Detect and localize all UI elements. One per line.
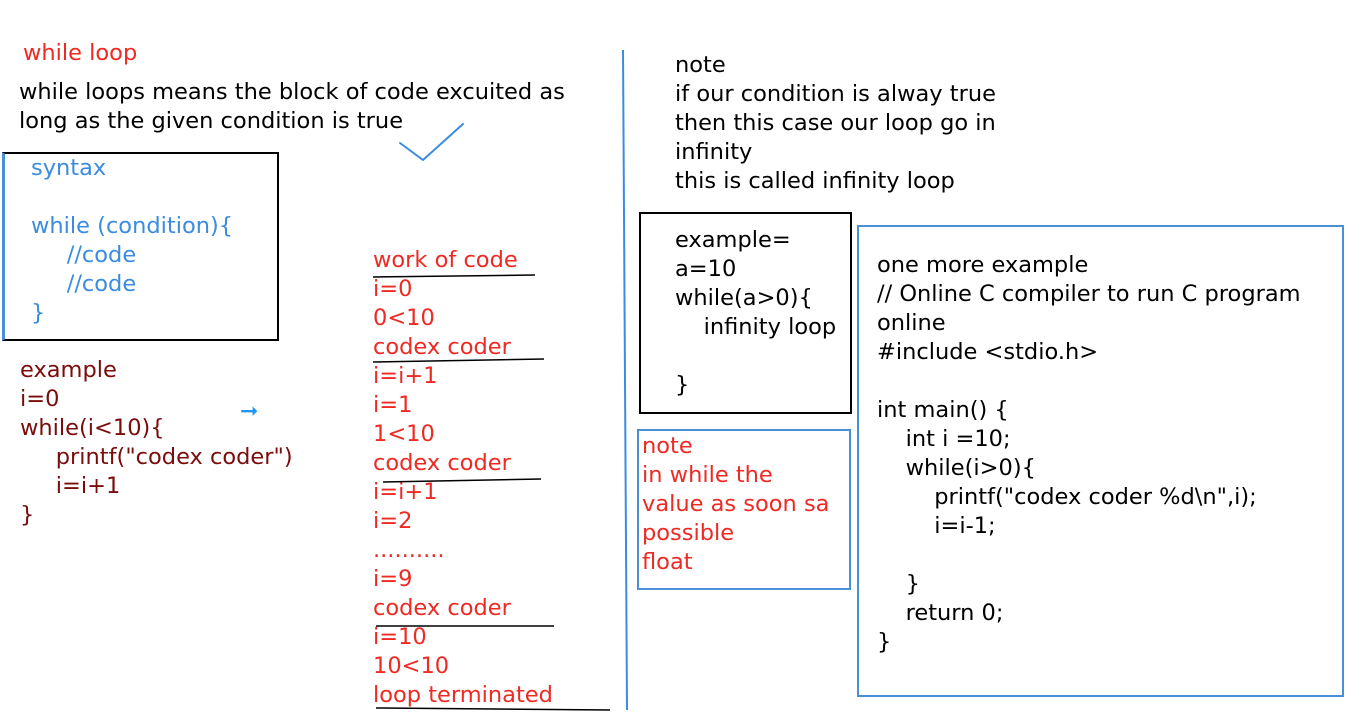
example-line: i=0 (20, 386, 60, 412)
trace-line: codex coder (373, 334, 511, 360)
infinity-example-line: while(a>0){ (675, 285, 813, 311)
more-example-line: } (877, 571, 920, 597)
more-example-line: online (877, 310, 946, 336)
trace-line: codex coder (373, 450, 511, 476)
trace-line: work of code (373, 247, 518, 273)
syntax-line (31, 183, 233, 212)
infinity-example-line: a=10 (675, 256, 737, 282)
more-example-line: printf("codex coder %d\n",i); (877, 484, 1257, 510)
more-example-line: return 0; (877, 600, 1004, 626)
more-example-line: i=i-1; (877, 513, 996, 539)
definition-text: while loops means the block of code excu… (19, 78, 565, 136)
trace-line: 10<10 (373, 653, 450, 679)
note-line: infinity (675, 139, 753, 165)
syntax-box (2, 152, 279, 341)
example-code: example i=0 while(i<10){ printf("codex c… (20, 356, 293, 530)
example-line: printf("codex coder") (20, 444, 293, 470)
trace-line: 0<10 (373, 305, 435, 331)
vertical-divider (622, 49, 628, 711)
infinity-example-line (675, 342, 836, 371)
definition-line: long as the given condition is true (19, 108, 404, 134)
work-of-code-trace: work of code i=0 0<10 codex coder i=i+1 … (373, 246, 553, 710)
more-example-line: } (877, 629, 892, 655)
syntax-line: //code (31, 242, 137, 268)
trace-line: 1<10 (373, 421, 435, 447)
note-line: note (675, 52, 726, 78)
infinity-note: note if our condition is alway true then… (675, 51, 996, 196)
definition-line: while loops means the block of code excu… (19, 79, 565, 105)
trace-line: i=9 (373, 566, 413, 592)
example-line: i=i+1 (20, 473, 121, 499)
syntax-line: while (condition){ (31, 213, 234, 239)
infinity-example-line: } (675, 372, 690, 398)
more-example-line (877, 367, 1301, 396)
infinity-example-code: example= a=10 while(a>0){ infinity loop … (675, 226, 836, 400)
infinity-example-line: infinity loop (675, 314, 837, 340)
float-note-line: note (642, 433, 693, 459)
example-line: example (20, 357, 117, 383)
arrow-right-icon: ➞ (240, 399, 259, 424)
float-note-box (637, 429, 851, 590)
page-title: while loop (23, 40, 138, 66)
syntax-text: syntax while (condition){ //code //code … (31, 154, 233, 328)
trace-line: i=i+1 (373, 479, 438, 505)
trace-line: i=1 (373, 392, 413, 418)
trace-line: i=i+1 (373, 363, 438, 389)
float-note-line: value as soon sa (642, 491, 830, 517)
trace-line: loop terminated (373, 682, 553, 708)
more-example-code: one more example // Online C compiler to… (877, 251, 1301, 657)
more-example-box (857, 225, 1344, 697)
float-note-line: possible (642, 520, 735, 546)
more-example-line: int main() { (877, 397, 1009, 423)
note-line: then this case our loop go in (675, 110, 996, 136)
syntax-line: //code (31, 271, 137, 297)
infinity-example-line: example= (675, 227, 791, 253)
float-note: note in while the value as soon sa possi… (642, 432, 829, 577)
more-example-line (877, 541, 1301, 570)
syntax-line: syntax (31, 155, 107, 181)
infinity-example-box (639, 212, 852, 414)
note-line: this is called infinity loop (675, 168, 955, 194)
trace-line: i=2 (373, 508, 413, 534)
more-example-line: while(i>0){ (877, 455, 1036, 481)
trace-line: i=0 (373, 276, 413, 302)
trace-line: i=10 (373, 624, 427, 650)
syntax-line: } (31, 300, 46, 326)
float-note-line: in while the (642, 462, 773, 488)
more-example-line: // Online C compiler to run C program (877, 281, 1301, 307)
more-example-line: #include <stdio.h> (877, 339, 1099, 365)
more-example-line: int i =10; (877, 426, 1011, 452)
trace-line: codex coder (373, 595, 511, 621)
example-line: } (20, 502, 35, 528)
trace-line: .......... (373, 537, 445, 563)
example-line: while(i<10){ (20, 415, 165, 441)
float-note-line: float (642, 549, 693, 575)
note-line: if our condition is alway true (675, 81, 996, 107)
more-example-line: one more example (877, 252, 1089, 278)
